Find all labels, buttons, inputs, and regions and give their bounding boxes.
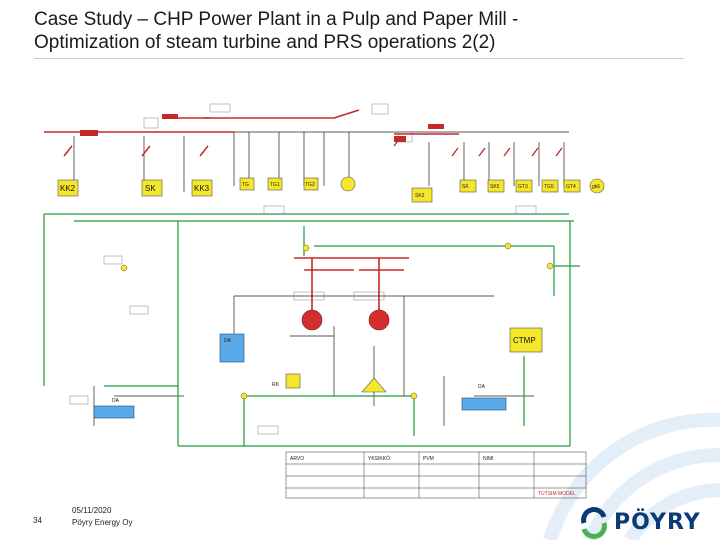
boiler-kk2-label: KK2	[60, 184, 76, 193]
tg-a-label: TG	[242, 182, 249, 188]
da-mid-label: DA	[224, 338, 232, 344]
title-divider	[34, 58, 684, 59]
turbines-red	[301, 309, 390, 331]
title-block-table	[285, 451, 587, 499]
annotation-boxes	[69, 103, 537, 435]
da-right-label: DA	[478, 384, 486, 390]
logo-icon	[581, 507, 607, 539]
middle-turbines: TG TG1 TG2	[239, 176, 356, 192]
right-units: SK3 SK SK5 GT3 TG5 GT4 gk6	[393, 137, 605, 203]
ctmp-label: CTMP	[513, 336, 536, 345]
tg2-label: TG2	[305, 182, 315, 188]
slide-title: Case Study – CHP Power Plant in a Pulp a…	[34, 8, 694, 54]
background-arcs	[543, 412, 720, 540]
unit-gt4-label: GT4	[566, 184, 576, 190]
left-boilers: KK2 SK KK3	[57, 145, 213, 197]
unit-tg5-label: TG5	[544, 184, 554, 190]
junction-dots	[120, 242, 554, 400]
deaerators: DA DA DA	[93, 333, 507, 419]
page-number: 34	[33, 516, 42, 525]
da-left-label: DA	[112, 398, 120, 404]
tg1-label: TG1	[270, 182, 280, 188]
boiler-sk-label: SK	[145, 184, 156, 193]
table-footer-label: TUTSIM MODEL	[538, 491, 576, 497]
water-lines	[43, 213, 580, 447]
process-piping	[73, 131, 569, 426]
table-col-4: NIMI	[483, 456, 494, 462]
ctmp-unit: CTMP	[509, 327, 543, 353]
table-col-1: ARVO	[290, 456, 304, 462]
footer-company: Pöyry Energy Oy	[72, 518, 133, 527]
unit-sk5-label: SK5	[490, 184, 500, 190]
logo-wordmark: PÖYRY	[614, 510, 701, 535]
boiler-kk3-label: KK3	[194, 184, 210, 193]
unit-gk6-label: gk6	[592, 184, 600, 190]
unit-gt3-label: GT3	[518, 184, 528, 190]
title-line-1: Case Study – CHP Power Plant in a Pulp a…	[34, 9, 519, 30]
title-line-2: Optimization of steam turbine and PRS op…	[34, 32, 496, 53]
table-col-3: PVM	[423, 456, 434, 462]
rk-label: RK	[272, 382, 280, 388]
footer-date: 05/11/2020	[72, 506, 112, 515]
unit-sk-label: SK	[462, 184, 469, 190]
rk-unit: RK	[272, 373, 387, 393]
steam-lines	[44, 109, 459, 318]
process-diagram: KK2 SK KK3 TG TG1 TG2 SK3 SK SK5 GT3 TG5…	[43, 103, 605, 499]
table-col-2: YKSIKKÖ	[368, 455, 390, 462]
unit-sk3-label: SK3	[415, 193, 425, 199]
poyry-logo: PÖYRY	[578, 507, 718, 539]
